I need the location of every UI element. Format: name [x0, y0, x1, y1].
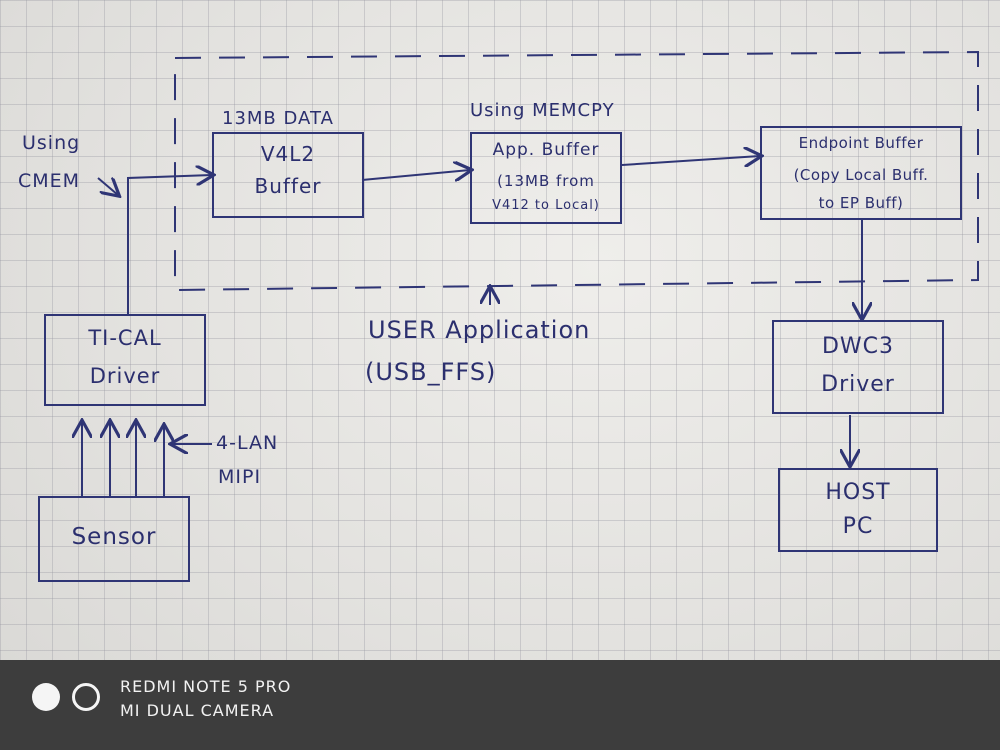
photo-shadow-area [0, 660, 1000, 750]
endpoint-buffer-line2: (Copy Local Buff. [793, 166, 929, 184]
arrow-v4l2-to-app [361, 170, 470, 180]
ti-cal-driver-line1: TI-CAL [88, 326, 162, 350]
ti-cal-driver-box: TI-CAL Driver [44, 314, 206, 406]
sensor-line1: Sensor [71, 524, 157, 550]
host-pc-box: HOST PC [778, 468, 938, 552]
app-buffer-line2: (13MB from [497, 172, 595, 190]
camera-logo-ring-icon [72, 683, 100, 711]
endpoint-buffer-line3: to EP Buff) [818, 194, 904, 212]
data-size-label: 13MB DATA [222, 108, 334, 129]
arrow-app-to-endpoint [621, 156, 760, 165]
arrow-cmem [97, 178, 118, 195]
watermark-device-name: REDMI NOTE 5 PRO [120, 677, 292, 696]
using-cmem-label-line2: CMEM [18, 170, 81, 192]
app-buffer-line1: App. Buffer [492, 140, 600, 160]
user-application-boundary [174, 50, 979, 292]
v4l2-buffer-line1: V4L2 [260, 142, 316, 166]
using-memcpy-label: Using MEMCPY [470, 100, 615, 121]
ti-cal-driver-line2: Driver [89, 364, 161, 388]
dwc3-driver-line1: DWC3 [821, 334, 895, 359]
app-buffer-line3: V412 to Local) [492, 198, 600, 213]
mipi-lanes [82, 422, 164, 497]
arrow-ticaldriver-to-v4l2 [127, 175, 212, 315]
app-buffer-box: App. Buffer (13MB from V412 to Local) [470, 132, 622, 224]
mipi-label-line1: 4-LAN [216, 432, 279, 454]
usb-ffs-label: (USB_FFS) [365, 358, 497, 386]
camera-logo-solid-icon [32, 683, 60, 711]
host-pc-line1: HOST [825, 480, 891, 505]
host-pc-line2: PC [842, 514, 874, 539]
dwc3-driver-box: DWC3 Driver [772, 320, 944, 414]
using-cmem-label-line1: Using [22, 132, 81, 154]
watermark-camera-name: MI DUAL CAMERA [120, 701, 275, 720]
sensor-box: Sensor [38, 496, 190, 582]
endpoint-buffer-box: Endpoint Buffer (Copy Local Buff. to EP … [760, 126, 962, 220]
endpoint-buffer-line1: Endpoint Buffer [798, 134, 924, 152]
mipi-label-line2: MIPI [218, 466, 262, 488]
user-application-label: USER Application [368, 316, 591, 344]
v4l2-buffer-line2: Buffer [254, 174, 322, 198]
v4l2-buffer-box: V4L2 Buffer [212, 132, 364, 218]
dwc3-driver-line2: Driver [821, 372, 895, 397]
